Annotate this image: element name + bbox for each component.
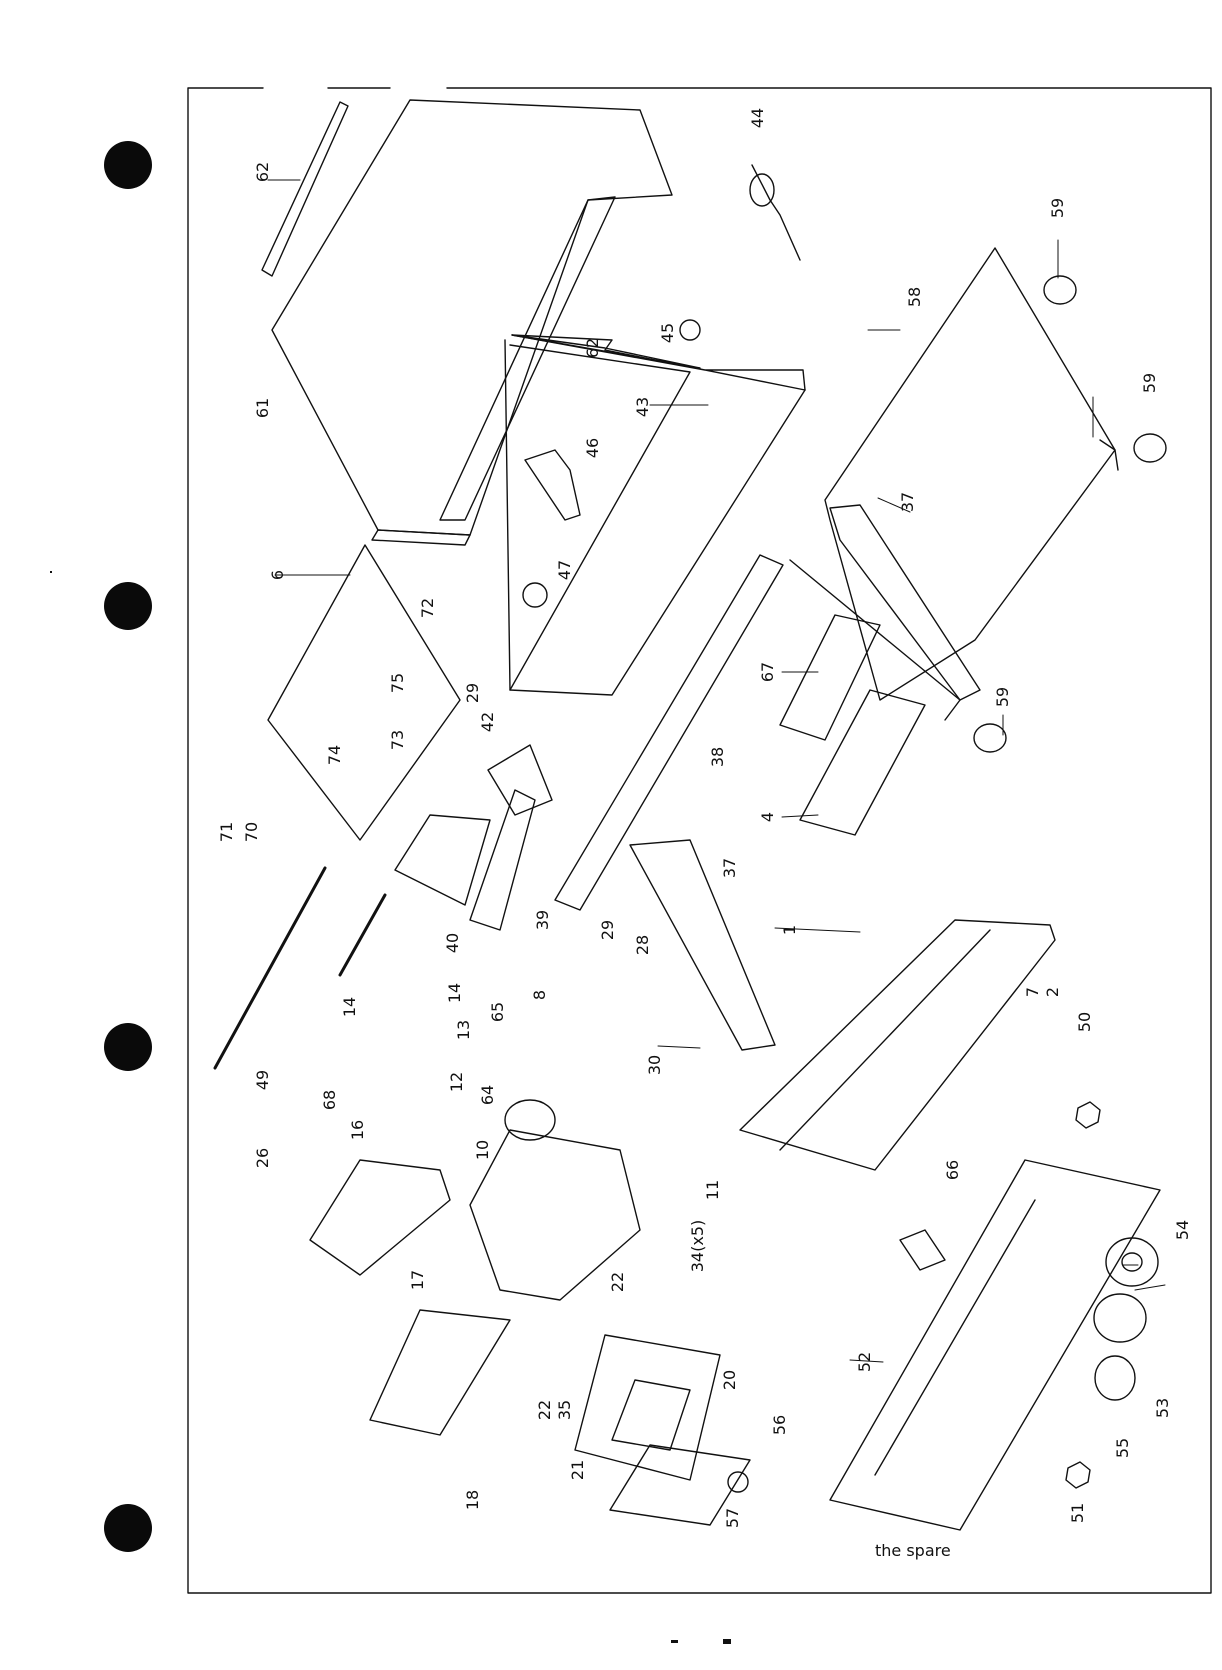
part-59-feet	[974, 276, 1166, 752]
part-37-frame	[790, 505, 980, 720]
part-label-53: 53	[1155, 1398, 1171, 1418]
part-label-71: 71	[219, 822, 235, 842]
part-label-10: 10	[475, 1140, 491, 1160]
part-51-nut	[1066, 1462, 1090, 1488]
part-66-bracket	[900, 1230, 945, 1270]
part-47-grommet	[523, 583, 547, 607]
part-label-72: 72	[420, 598, 436, 618]
part-label-8: 8	[532, 990, 548, 1000]
part-label-42: 42	[480, 712, 496, 732]
part-42-bracket	[488, 745, 552, 815]
frame-border	[188, 88, 1211, 1593]
part-38-rail	[555, 555, 783, 910]
part-label-52: 52	[857, 1352, 873, 1372]
part-label-70: 70	[244, 822, 260, 842]
footer-text: the spare	[875, 1541, 951, 1560]
part-label-22: 22	[537, 1400, 553, 1420]
part-label-64: 64	[480, 1085, 496, 1105]
part-label-45: 45	[660, 323, 676, 343]
part-52-front-panel	[830, 1160, 1160, 1530]
part-label-62: 62	[255, 162, 271, 182]
part-58-bottom-plate	[825, 248, 1118, 700]
part-16-lever	[310, 1160, 450, 1275]
part-label-67: 67	[760, 662, 776, 682]
part-62-strip	[262, 102, 348, 276]
part-label-29: 29	[600, 920, 616, 940]
part-label-66: 66	[945, 1160, 961, 1180]
part-14-pin	[340, 895, 385, 975]
part-label-65: 65	[490, 1002, 506, 1022]
part-1-main-chassis	[740, 920, 1055, 1170]
part-label-20: 20	[722, 1370, 738, 1390]
part-label-73: 73	[390, 730, 406, 750]
part-50-nut	[1076, 1102, 1100, 1128]
part-label-28: 28	[635, 935, 651, 955]
part-label-7: 7	[1025, 987, 1041, 997]
part-label-56: 56	[772, 1415, 788, 1435]
part-4-panel	[800, 690, 925, 835]
part-label-35: 35	[557, 1400, 573, 1420]
part-17-slider	[370, 1310, 510, 1435]
part-57-screw	[728, 1472, 748, 1492]
part-49-rod	[215, 868, 325, 1068]
part-label-61: 61	[255, 398, 271, 418]
part-label-59: 59	[995, 687, 1011, 707]
part-6-subchassis	[268, 545, 460, 840]
part-label-75: 75	[390, 673, 406, 693]
part-label-11: 11	[705, 1180, 721, 1200]
part-label-49: 49	[255, 1070, 271, 1090]
part-label-4: 4	[760, 812, 776, 822]
part-label-38: 38	[710, 747, 726, 767]
part-label-55: 55	[1115, 1438, 1131, 1458]
part-label-44: 44	[750, 108, 766, 128]
part-61-top-cover	[272, 100, 672, 545]
part-label-47: 47	[557, 560, 573, 580]
part-10-deck	[470, 1100, 640, 1300]
part-label-30: 30	[647, 1055, 663, 1075]
part-label-18: 18	[465, 1490, 481, 1510]
part-label-58: 58	[907, 287, 923, 307]
part-label-6: 6	[270, 570, 286, 580]
part-label-12: 12	[449, 1072, 465, 1092]
part-44-cable	[750, 165, 800, 260]
part-label-14: 14	[447, 983, 463, 1003]
part-label-17: 17	[410, 1270, 426, 1290]
bottom-mark	[671, 1640, 678, 1643]
part-label-59: 59	[1142, 373, 1158, 393]
part-label-1: 1	[782, 925, 798, 935]
part-label-26: 26	[255, 1148, 271, 1168]
part-label-50: 50	[1077, 1012, 1093, 1032]
part-label-51: 51	[1070, 1503, 1086, 1523]
part-label-62: 62	[585, 338, 601, 358]
bottom-mark	[723, 1639, 731, 1644]
part-40-transformer	[395, 815, 490, 905]
part-label-46: 46	[585, 438, 601, 458]
part-knobs	[1094, 1238, 1158, 1400]
part-label-21: 21	[570, 1460, 586, 1480]
part-label-37: 37	[900, 492, 916, 512]
part-label-2: 2	[1045, 987, 1061, 997]
part-label-29: 29	[465, 683, 481, 703]
part-label-59: 59	[1050, 198, 1066, 218]
part-45-screw	[680, 320, 700, 340]
part-20-cassette-holder	[575, 1335, 720, 1480]
part-label-43: 43	[635, 397, 651, 417]
part-label-13: 13	[456, 1020, 472, 1040]
part-label-14: 14	[342, 997, 358, 1017]
part-label-54: 54	[1175, 1220, 1191, 1240]
part-label-40: 40	[445, 933, 461, 953]
part-label-39: 39	[535, 910, 551, 930]
part-label-34x5: 34(x5)	[690, 1220, 706, 1273]
margin-dot	[50, 571, 52, 573]
part-label-74: 74	[327, 745, 343, 765]
part-67-board	[780, 615, 880, 740]
part-46-plug	[525, 450, 580, 520]
part-label-57: 57	[725, 1508, 741, 1528]
part-label-37: 37	[722, 858, 738, 878]
part-label-68: 68	[322, 1090, 338, 1110]
part-label-16: 16	[350, 1120, 366, 1140]
part-43-rail	[505, 335, 805, 695]
part-label-22: 22	[610, 1272, 626, 1292]
